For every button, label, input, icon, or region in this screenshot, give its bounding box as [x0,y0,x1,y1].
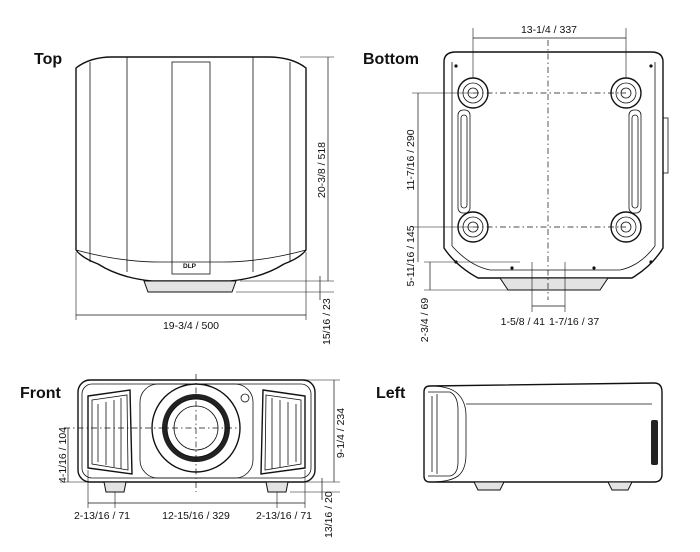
screw-point [592,266,596,270]
top-view-center-panel [171,61,211,275]
front-view-title: Front [20,385,62,402]
lens-protrusion-label: 15/16 / 23 [321,298,333,345]
dlp-logo: DLP [183,263,197,270]
lens-offset-right-label: 1-7/16 / 37 [549,316,599,328]
foot-height-label: 13/16 / 20 [323,491,335,538]
left-view-front-panel [428,391,459,477]
top-depth-label: 20-3/8 / 518 [316,142,328,198]
bottom-view-title: Bottom [363,51,419,68]
front-foot-offset-label: 2-3/4 / 69 [419,298,431,343]
left-view-body-outline [423,382,663,483]
lens-center-height-label: 4-1/16 / 104 [57,427,69,483]
screw-point [510,266,514,270]
front-height-label: 9-1/4 / 234 [335,408,347,458]
left-view-front-foot [473,481,505,491]
bottom-view-lens-protrusion [499,277,609,291]
front-left-grille-inner [91,394,129,471]
left-foot-offset-label: 2-13/16 / 71 [74,510,130,522]
bottom-view-front-curve [451,245,656,271]
front-view: Front 9-1/4 / 234 13/1 [20,374,347,538]
left-view: Left [376,382,663,491]
top-view-body-outline [75,56,307,282]
left-view-rear-foot [607,481,633,491]
top-view: Top DLP 19-3/4 / 500 20-3/8 / 518 15/16 … [34,51,334,345]
screw-point [649,64,653,68]
right-vent-grille [628,109,642,214]
left-view-title: Left [376,385,406,402]
right-foot-offset-label: 2-13/16 / 71 [256,510,312,522]
bottom-view-body-outline [443,51,664,279]
right-vent-grille-inner [631,114,639,209]
rear-foot-to-front-label: 5-11/16 / 145 [405,225,417,286]
screw-point [649,260,653,264]
bottom-view: Bottom [363,24,669,343]
bottom-view-side-button [662,117,669,174]
front-right-foot [265,481,289,493]
left-vent-grille-inner [460,114,468,209]
left-view-front-bezel [429,385,467,483]
screw-point [454,64,458,68]
foot-spacing-width-label: 13-1/4 / 337 [521,24,577,36]
front-left-foot [103,481,127,493]
left-view-rear-vent [651,420,658,465]
left-vent-grille [457,109,471,214]
top-width-label: 19-3/4 / 500 [163,320,219,332]
top-view-front-curve [75,249,307,263]
foot-spacing-depth-label: 11-7/16 / 290 [405,129,417,190]
front-right-grille-inner [264,394,302,471]
front-sensor [240,393,250,403]
foot-spacing-label: 12-15/16 / 329 [162,510,230,522]
lens-offset-left-label: 1-5/8 / 41 [501,316,546,328]
top-view-title: Top [34,51,62,68]
top-view-lens-protrusion [143,280,237,293]
front-right-grille [260,389,306,475]
front-view-body-outline [77,379,316,483]
front-left-grille [87,389,133,475]
